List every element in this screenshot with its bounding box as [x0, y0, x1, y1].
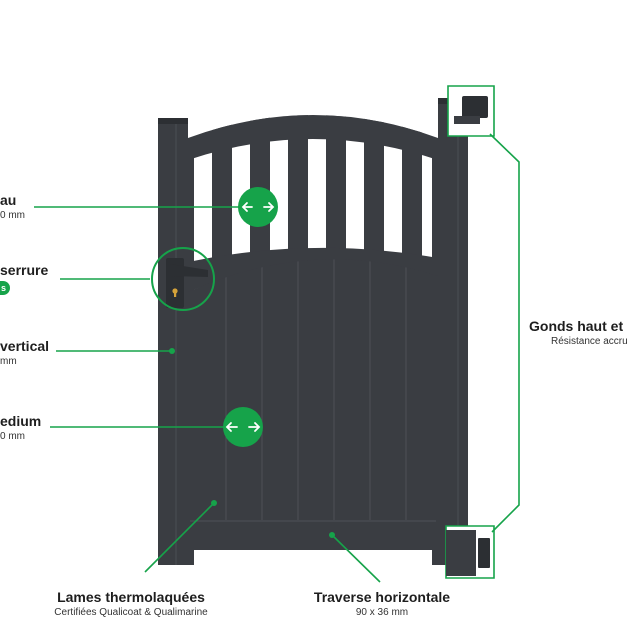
handle-lock [166, 258, 208, 308]
label-gonds-sub: Résistance accru [551, 336, 628, 347]
label-vertical-title: vertical [0, 338, 50, 354]
label-lames-sub: Certifiées Qualicoat & Qualimarine [54, 607, 208, 618]
label-lames: Lames thermolaquées Certifiées Qualicoat… [54, 589, 207, 619]
label-serrure-title: serrure [0, 262, 49, 278]
label-medium-sub: 0 mm [0, 431, 25, 442]
label-lames-title: Lames thermolaquées [57, 589, 205, 605]
label-gonds-title: Gonds haut et [529, 318, 624, 334]
bar-1 [212, 115, 232, 262]
bar-6 [402, 115, 422, 262]
handle-lever [170, 264, 208, 277]
label-serrure-badge: s [0, 281, 10, 295]
label-traverse-title: Traverse horizontale [313, 589, 451, 605]
bar-3 [288, 115, 308, 262]
label-vertical-sub: mm [0, 356, 17, 367]
bar-4 [326, 115, 346, 262]
callout-gonds-line [489, 133, 520, 533]
right-post [438, 100, 468, 565]
callout-traverse-line [331, 534, 381, 583]
keyhole-icon [172, 288, 178, 297]
bar-2 [250, 115, 270, 262]
lower-panel [188, 259, 438, 548]
callout-traverse-dot [329, 532, 335, 538]
label-traverse: Traverse horizontale 90 x 36 mm [314, 589, 450, 619]
mid-arch-rail [188, 247, 438, 292]
left-right-arrows-icon [225, 422, 261, 432]
left-post [158, 120, 188, 565]
label-serrure: serrure [0, 262, 48, 279]
left-post-cap [158, 118, 188, 124]
lame-width-marker [223, 407, 263, 447]
bottom-traverse [188, 520, 438, 550]
callout-lames-line [144, 502, 215, 573]
label-barreau: au 0 mm [0, 192, 25, 222]
lock-zoom-circle [151, 247, 215, 311]
barreau-width-marker [238, 187, 278, 227]
left-right-arrows-icon [241, 202, 275, 212]
label-barreau-sub: 0 mm [0, 210, 25, 221]
label-medium: edium 0 mm [0, 413, 41, 443]
bar-5 [364, 115, 384, 262]
label-gonds: Gonds haut et Résistance accru [529, 318, 628, 348]
top-hinge-bracket [447, 85, 495, 137]
callout-vertical-dot [169, 348, 175, 354]
bottom-hinge-bracket [445, 525, 495, 579]
label-medium-title: edium [0, 413, 42, 429]
label-barreau-title: au [0, 192, 17, 208]
label-traverse-sub: 90 x 36 mm [355, 607, 409, 618]
panel-fill [188, 259, 438, 548]
callout-lames-dot [211, 500, 217, 506]
label-vertical: vertical mm [0, 338, 49, 368]
